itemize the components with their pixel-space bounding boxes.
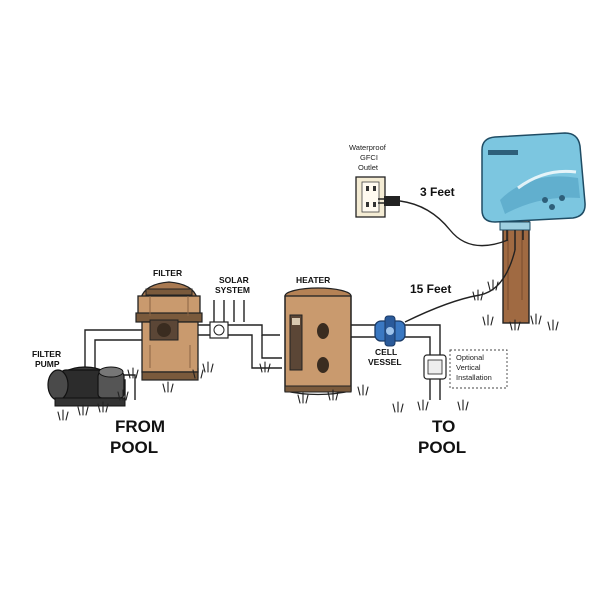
- solar-valve: [209, 321, 229, 339]
- solar-label-line1: SOLAR: [219, 275, 249, 285]
- cell-label-line1: CELL: [375, 347, 397, 357]
- grass-tuft: [472, 289, 484, 301]
- cable-15-feet: [404, 249, 516, 323]
- grass-tuft: [127, 367, 139, 379]
- heater-label: HEATER: [296, 275, 330, 285]
- grass-tuft: [77, 404, 89, 416]
- optional-vertical-cell: [423, 354, 447, 380]
- filter-label: FILTER: [153, 268, 182, 278]
- cell-vessel: [374, 315, 406, 347]
- grass-tuft: [57, 409, 69, 421]
- grass-tuft: [117, 389, 129, 401]
- grass-tuft: [482, 314, 494, 326]
- control-box: [481, 132, 586, 250]
- gfci-label-line1: Waterproof: [349, 143, 387, 152]
- solar-label-line2: SYSTEM: [215, 285, 250, 295]
- filter-pump-label-line1: FILTER: [32, 349, 61, 359]
- to-pool-label-line1: TO: [432, 417, 455, 436]
- filter-pump: [47, 366, 126, 407]
- cable-3-feet: [399, 200, 509, 247]
- grass-tuft: [417, 399, 429, 411]
- grass-tuft: [509, 319, 521, 331]
- gfci-label-line3: Outlet: [358, 163, 379, 172]
- filter-tank: [135, 281, 203, 381]
- grass-tufts: [57, 279, 559, 421]
- fifteen-feet-label: 15 Feet: [410, 282, 451, 296]
- grass-tuft: [259, 361, 271, 373]
- optional-label-line2: Vertical: [456, 363, 481, 372]
- heater-unit: [284, 287, 352, 396]
- grass-tuft: [487, 279, 499, 291]
- filter-pump-label-line2: PUMP: [35, 359, 60, 369]
- cell-label-line2: VESSEL: [368, 357, 402, 367]
- grass-tuft: [392, 401, 404, 413]
- grass-tuft: [97, 401, 109, 413]
- grass-tuft: [162, 381, 174, 393]
- grass-tuft: [547, 319, 559, 331]
- grass-tuft: [202, 361, 214, 373]
- grass-tuft: [327, 389, 339, 401]
- from-pool-label-line2: POOL: [110, 438, 158, 457]
- optional-label-line3: Installation: [456, 373, 492, 382]
- three-feet-label: 3 Feet: [420, 185, 455, 199]
- grass-tuft: [457, 399, 469, 411]
- gfci-outlet: [355, 176, 400, 218]
- gfci-label-line2: GFCI: [360, 153, 378, 162]
- grass-tuft: [297, 392, 309, 404]
- grass-tuft: [530, 313, 542, 325]
- optional-installation-box: [449, 349, 508, 389]
- grass-tuft: [357, 384, 369, 396]
- grass-tuft: [192, 367, 204, 379]
- to-pool-label-line2: POOL: [418, 438, 466, 457]
- from-pool-label-line1: FROM: [115, 417, 165, 436]
- optional-label-line1: Optional: [456, 353, 484, 362]
